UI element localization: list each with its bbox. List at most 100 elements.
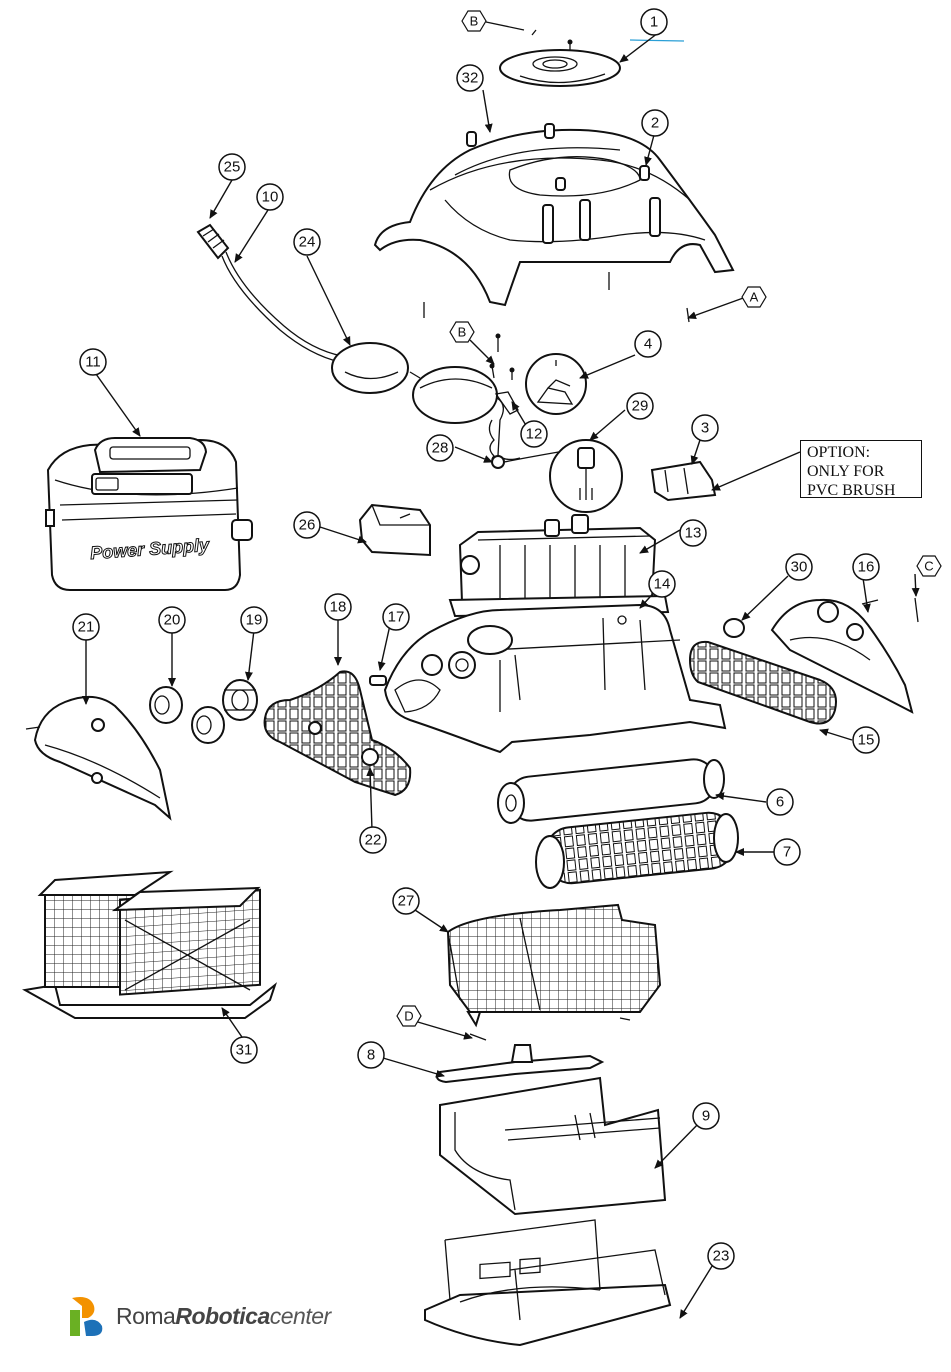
hex-tag-b-mid: B: [449, 321, 475, 343]
hex-tag-c: C: [916, 555, 942, 577]
hex-tag-b-top: B: [461, 10, 487, 32]
callout-7-label: 7: [783, 844, 791, 861]
callout-9-label: 9: [702, 1108, 710, 1125]
callout-22: 22: [359, 826, 387, 854]
callout-21-label: 21: [78, 619, 95, 636]
option-note-box: OPTION: ONLY FOR PVC BRUSH: [800, 440, 922, 499]
callout-16-label: 16: [858, 559, 875, 576]
part-screws-b: [489, 333, 515, 380]
callout-20: 20: [158, 606, 186, 634]
callout-27-label: 27: [398, 893, 415, 910]
callout-26-label: 26: [299, 517, 316, 534]
hardware-tags: B A B C D: [396, 10, 942, 1027]
callout-14: 14: [648, 570, 676, 598]
part-power-supply: [45, 437, 253, 591]
callout-23-label: 23: [713, 1248, 730, 1265]
brand-roma: Roma: [116, 1302, 176, 1329]
part-cap: [723, 618, 745, 638]
callout-15-label: 15: [858, 732, 875, 749]
callout-13: 13: [679, 519, 707, 547]
callout-19-label: 19: [246, 612, 263, 629]
callout-17: 17: [382, 603, 410, 631]
callout-12-label: 12: [526, 426, 543, 443]
callout-24-label: 24: [299, 234, 316, 251]
part-left-track: [263, 670, 412, 797]
part-filter-assembly: [22, 870, 278, 1019]
part-top-shell: [373, 123, 735, 323]
callout-26: 26: [293, 511, 321, 539]
callout-32-label: 32: [462, 70, 479, 87]
callout-24: 24: [293, 228, 321, 256]
callout-6-label: 6: [776, 794, 784, 811]
part-cable-clip: [358, 503, 431, 557]
part-clip-detail: [525, 353, 587, 415]
part-top-cap: [499, 29, 685, 87]
part-connector-detail: [549, 439, 623, 513]
hex-tag-d: D: [396, 1005, 422, 1027]
callout-30: 30: [785, 553, 813, 581]
callout-21: 21: [72, 613, 100, 641]
part-chassis: [383, 603, 727, 754]
callout-29-label: 29: [632, 398, 649, 415]
callout-6: 6: [766, 788, 794, 816]
callout-28: 28: [426, 434, 454, 462]
callout-30-label: 30: [791, 559, 808, 576]
callout-8-label: 8: [367, 1047, 375, 1064]
callout-25: 25: [218, 153, 246, 181]
brand-center: center: [269, 1302, 331, 1329]
callout-23: 23: [707, 1242, 735, 1270]
callout-13-label: 13: [685, 525, 702, 542]
callout-7: 7: [773, 838, 801, 866]
brand-robotica: Robotica: [175, 1302, 270, 1329]
part-brush: [535, 811, 739, 889]
callout-28-label: 28: [432, 440, 449, 457]
callout-32: 32: [456, 64, 484, 92]
callout-31-label: 31: [236, 1042, 253, 1059]
part-motor-unit: [448, 514, 670, 618]
part-bearings: [149, 686, 225, 744]
callout-11: 11: [79, 348, 107, 376]
part-left-side-panel: [25, 695, 172, 821]
option-note-line-1: OPTION:: [807, 444, 871, 461]
brand-logo: RomaRoboticacenter: [66, 1294, 331, 1338]
callout-2-label: 2: [651, 115, 659, 132]
callout-3-label: 3: [701, 420, 709, 437]
roma-robotica-logo-icon: [70, 1297, 103, 1336]
callout-12: 12: [520, 420, 548, 448]
hex-tag-d-label: D: [404, 1009, 413, 1024]
part-caddy-frame: [424, 1219, 672, 1347]
callout-9: 9: [692, 1102, 720, 1130]
hex-tag-b-top-label: B: [470, 14, 479, 29]
callout-27: 27: [392, 887, 420, 915]
part-right-track: [688, 640, 837, 725]
part-carry-strap: [436, 1044, 605, 1084]
callout-1: 1: [640, 8, 668, 36]
part-pvc-brush-adapter: [650, 460, 717, 502]
option-note-line-2: ONLY FOR: [807, 463, 885, 480]
part-right-side-panel: [770, 598, 914, 714]
part-axle-pin: [369, 675, 387, 686]
callout-3: 3: [691, 414, 719, 442]
callout-4: 4: [634, 330, 662, 358]
callout-19: 19: [240, 606, 268, 634]
callout-31: 31: [230, 1036, 258, 1064]
part-caddy: [439, 1076, 667, 1216]
hex-tag-b-top-line: [485, 21, 525, 31]
callout-8: 8: [357, 1041, 385, 1069]
callouts: 1 2 3 4 6 7 8 9 10 11 12 13 14 15 16 17 …: [72, 8, 880, 1270]
part-filter-basket: [446, 903, 662, 1028]
part-drive-gear: [222, 679, 258, 721]
callout-22-label: 22: [365, 832, 382, 849]
hex-tag-a-label: A: [750, 290, 759, 305]
callout-25-label: 25: [224, 159, 241, 176]
callout-29: 29: [626, 392, 654, 420]
part-screw-c: [914, 597, 919, 623]
hex-tag-b-mid-label: B: [458, 325, 467, 340]
leader-lines: [82, 32, 920, 1319]
option-note-line-3: PVC BRUSH: [807, 482, 896, 499]
hex-tag-a: A: [741, 286, 767, 308]
callout-2: 2: [641, 109, 669, 137]
callout-20-label: 20: [164, 612, 181, 629]
brand-text: RomaRoboticacenter: [116, 1303, 331, 1330]
